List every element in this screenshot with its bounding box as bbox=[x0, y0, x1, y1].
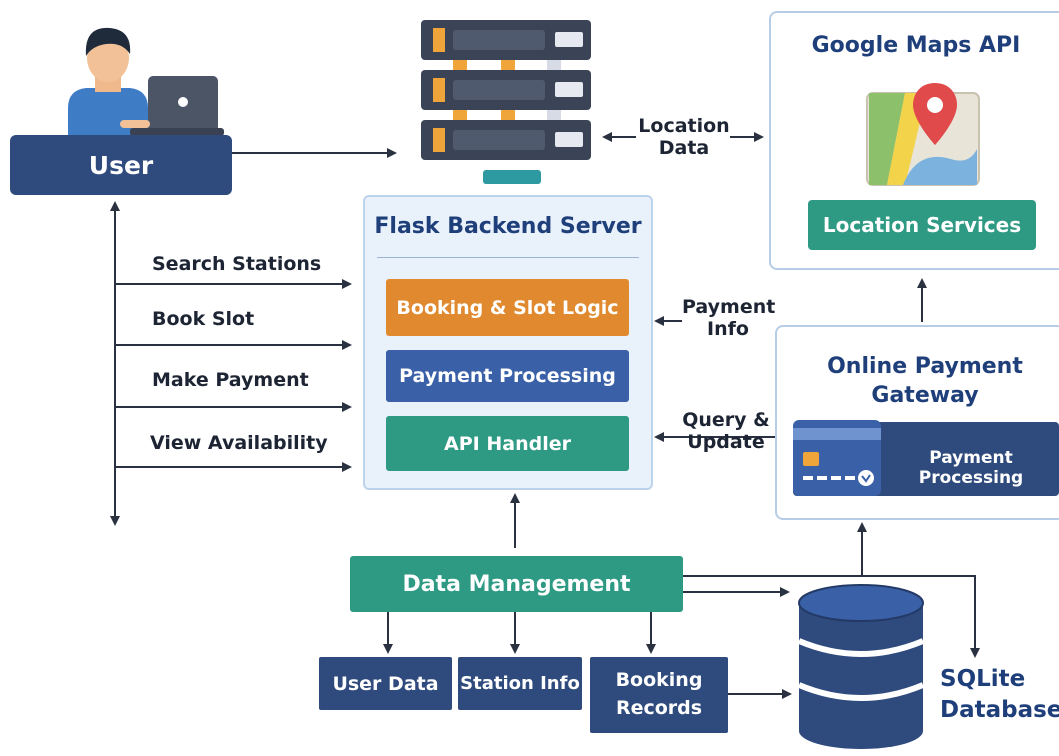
data-management-label: Data Management bbox=[402, 571, 631, 597]
map-pin-icon bbox=[866, 83, 980, 186]
booking-records-label: Booking Records bbox=[615, 669, 703, 719]
sqlite-database-label: SQLite Database bbox=[940, 664, 1059, 726]
credit-card-icon bbox=[793, 420, 881, 496]
module-payment-processing: Payment Processing bbox=[386, 350, 629, 402]
backend-divider bbox=[377, 257, 639, 258]
gateway-title-line1: Online Payment bbox=[827, 354, 1023, 379]
payment-info-label: Payment Info bbox=[682, 296, 776, 341]
action-book-slot: Book Slot bbox=[152, 308, 255, 330]
maps-api-title: Google Maps API bbox=[811, 33, 1021, 58]
module-api-label: API Handler bbox=[444, 432, 571, 455]
location-data-line2: Data bbox=[658, 136, 710, 159]
backend-title: Flask Backend Server bbox=[374, 214, 642, 239]
user-data-label: User Data bbox=[332, 672, 439, 695]
data-management-box: Data Management bbox=[350, 556, 683, 612]
query-update-line1: Query & bbox=[682, 409, 770, 431]
backend-server-panel: Flask Backend Server Booking & Slot Logi… bbox=[363, 195, 653, 490]
booking-records-box: Booking Records bbox=[590, 657, 728, 733]
action-make-payment: Make Payment bbox=[152, 369, 309, 391]
location-data-line1: Location bbox=[638, 115, 730, 137]
query-update-line2: Update bbox=[687, 430, 765, 453]
person-laptop-icon bbox=[68, 27, 224, 138]
payment-info-line1: Payment bbox=[682, 296, 776, 318]
sqlite-line2: Database bbox=[940, 697, 1059, 724]
user-data-box: User Data bbox=[319, 657, 452, 710]
data-to-sqlite-arrow bbox=[683, 575, 980, 658]
payment-info-line2: Info bbox=[707, 317, 749, 340]
database-cylinder-icon bbox=[797, 584, 925, 749]
user-box: User bbox=[10, 135, 232, 195]
query-update-label: Query & Update bbox=[680, 409, 772, 454]
module-api-handler: API Handler bbox=[386, 416, 629, 471]
module-payment-label: Payment Processing bbox=[399, 365, 616, 387]
location-data-label: Location Data bbox=[636, 115, 732, 160]
user-label: User bbox=[88, 150, 154, 180]
module-booking-label: Booking & Slot Logic bbox=[396, 296, 619, 319]
location-services-label: Location Services bbox=[822, 213, 1022, 237]
server-rack-icon bbox=[421, 20, 591, 184]
module-booking-slot-logic: Booking & Slot Logic bbox=[386, 279, 629, 336]
action-search-stations: Search Stations bbox=[152, 253, 322, 275]
station-info-box: Station Info bbox=[458, 657, 582, 710]
location-services-box: Location Services bbox=[808, 200, 1036, 250]
gateway-title-line2: Gateway bbox=[871, 382, 979, 408]
sqlite-line1: SQLite bbox=[940, 666, 1026, 692]
action-view-availability: View Availability bbox=[150, 432, 328, 454]
gateway-card-label: Payment Processing bbox=[918, 448, 1024, 488]
station-info-label: Station Info bbox=[460, 673, 580, 694]
gateway-title: Online Payment Gateway bbox=[777, 353, 1059, 410]
maps-api-panel: Google Maps API Location Services bbox=[769, 11, 1059, 270]
payment-gateway-panel: Online Payment Gateway Payment Processin… bbox=[775, 325, 1059, 520]
